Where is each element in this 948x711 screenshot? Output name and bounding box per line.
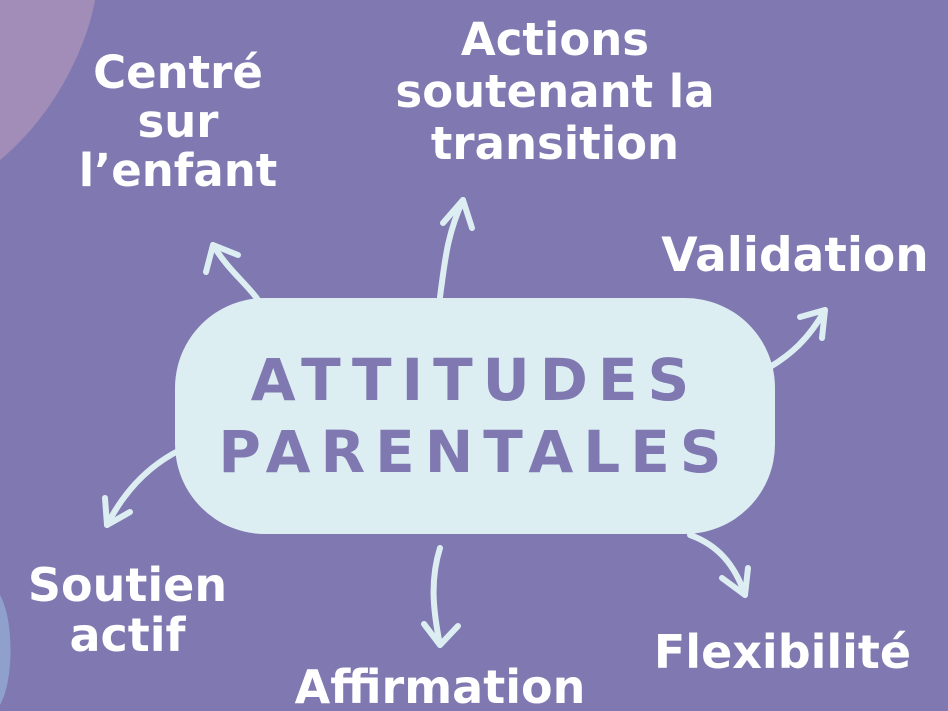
node-soutien-line-1: Soutien <box>27 558 228 612</box>
node-affirmation: Affirmation <box>294 660 586 711</box>
bottom-left-blob <box>0 595 11 705</box>
node-validation: Validation <box>661 228 929 283</box>
node-soutien-line-2: actif <box>69 608 186 662</box>
top-left-blob <box>0 0 95 160</box>
arrow-to-centre <box>203 242 261 303</box>
central-title-line-2: PARENTALES <box>218 418 732 486</box>
node-centre-line-1: Centré <box>93 46 263 99</box>
arrow-to-actions <box>437 197 475 300</box>
node-centre-sur-enfant: Centré sur l’enfant <box>58 48 298 195</box>
central-title-line-1: ATTITUDES <box>250 346 700 414</box>
node-soutien-actif: Soutien actif <box>0 560 255 660</box>
node-actions-transition: Actions soutenant la transition <box>365 14 745 170</box>
node-centre-line-3: l’enfant <box>78 144 278 197</box>
node-flexibilite: Flexibilité <box>653 625 912 679</box>
arrow-to-validation <box>767 307 828 370</box>
node-centre-line-2: sur <box>137 95 219 148</box>
node-actions-line-2: soutenant la <box>395 65 715 118</box>
arrow-to-soutien <box>102 447 183 528</box>
central-node: ATTITUDES PARENTALES <box>175 298 775 534</box>
node-actions-line-3: transition <box>430 117 680 170</box>
arrow-to-affirmation <box>421 545 461 648</box>
arrow-to-flexibilite <box>687 532 751 598</box>
node-actions-line-1: Actions <box>460 13 650 66</box>
